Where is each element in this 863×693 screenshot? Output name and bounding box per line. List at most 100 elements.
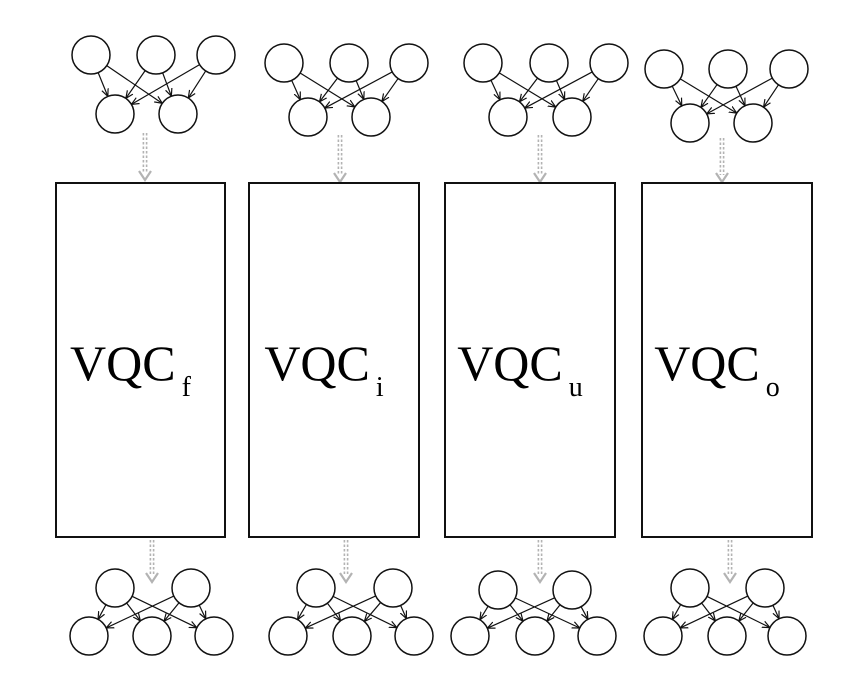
input-edge <box>131 64 200 105</box>
input-edge <box>325 71 393 108</box>
output-edge <box>364 602 382 621</box>
input-edge <box>291 80 301 99</box>
output-edge <box>198 604 206 619</box>
input-edge <box>126 70 146 99</box>
output-edge <box>547 604 561 621</box>
output-node <box>707 616 747 656</box>
output-edge <box>98 604 107 620</box>
output-node <box>332 616 372 656</box>
output-edge <box>772 605 779 618</box>
output-edge <box>509 604 523 621</box>
input-hidden-node <box>288 97 328 137</box>
input-edge <box>498 72 556 107</box>
output-node <box>132 616 172 656</box>
input-edge <box>671 85 682 106</box>
output-edge <box>326 602 340 621</box>
output-edge <box>401 605 407 618</box>
output-network <box>450 570 617 656</box>
output-edge <box>164 602 180 622</box>
output-node <box>643 616 683 656</box>
output-edge <box>701 602 716 621</box>
input-edge <box>583 78 599 102</box>
output-hidden-node <box>552 570 592 610</box>
input-network <box>264 43 429 137</box>
input-edge <box>355 80 364 100</box>
input-hidden-node <box>158 94 198 134</box>
input-network <box>644 49 809 143</box>
output-hidden-node <box>670 568 710 608</box>
output-edge <box>305 595 376 628</box>
output-edge <box>580 606 588 620</box>
output-hidden-node <box>478 570 518 610</box>
input-node <box>644 49 684 89</box>
output-hidden-node <box>171 568 211 608</box>
input-node <box>136 35 176 75</box>
output-network <box>69 568 234 656</box>
output-network <box>268 568 434 656</box>
vqc-label-main: VQC <box>70 335 176 391</box>
vqc-label-subscript: o <box>766 372 780 403</box>
input-node <box>389 43 429 83</box>
output-edge <box>514 597 580 628</box>
input-hidden-node <box>552 97 592 137</box>
flow-arrow-out <box>723 540 737 584</box>
output-hidden-node <box>95 568 135 608</box>
input-edge <box>106 65 163 104</box>
flow-arrow-in <box>533 135 547 184</box>
input-node <box>196 35 236 75</box>
vqc-box <box>444 182 616 538</box>
output-hidden-node <box>745 568 785 608</box>
input-hidden-node <box>351 97 391 137</box>
vqc-box <box>55 182 226 538</box>
output-edge <box>126 602 141 621</box>
input-edge <box>764 84 779 107</box>
flow-arrow-in <box>333 135 347 184</box>
input-edge <box>707 77 773 114</box>
output-node <box>268 616 308 656</box>
output-edge <box>739 602 754 621</box>
output-edge <box>480 605 489 620</box>
output-node <box>194 616 234 656</box>
vqc-label-main: VQC <box>457 335 563 391</box>
input-edge <box>519 77 538 102</box>
flow-arrow-in <box>715 138 729 184</box>
output-edge <box>706 595 770 627</box>
input-edge <box>97 72 108 97</box>
input-node <box>769 49 809 89</box>
vqc-box <box>248 182 420 538</box>
output-network <box>643 568 807 656</box>
input-node <box>708 49 748 89</box>
input-edge <box>701 84 718 108</box>
output-edge <box>332 595 397 627</box>
input-edge <box>299 72 355 107</box>
output-node <box>515 616 555 656</box>
output-hidden-node <box>373 568 413 608</box>
output-node <box>577 616 617 656</box>
input-hidden-node <box>733 103 773 143</box>
input-network <box>463 43 629 137</box>
input-hidden-node <box>488 97 528 137</box>
flow-arrow-out <box>533 540 547 584</box>
input-edge <box>382 78 399 102</box>
output-edge <box>106 595 175 628</box>
flow-arrow-out <box>145 540 159 584</box>
output-edge <box>131 595 197 627</box>
output-node <box>767 616 807 656</box>
vqc-label-subscript: f <box>182 372 192 403</box>
output-hidden-node <box>296 568 336 608</box>
input-node <box>71 35 111 75</box>
output-node <box>450 616 490 656</box>
input-edge <box>525 71 593 108</box>
input-node <box>329 43 369 83</box>
input-edge <box>319 77 338 102</box>
input-node <box>529 43 569 83</box>
input-edge <box>490 79 500 100</box>
